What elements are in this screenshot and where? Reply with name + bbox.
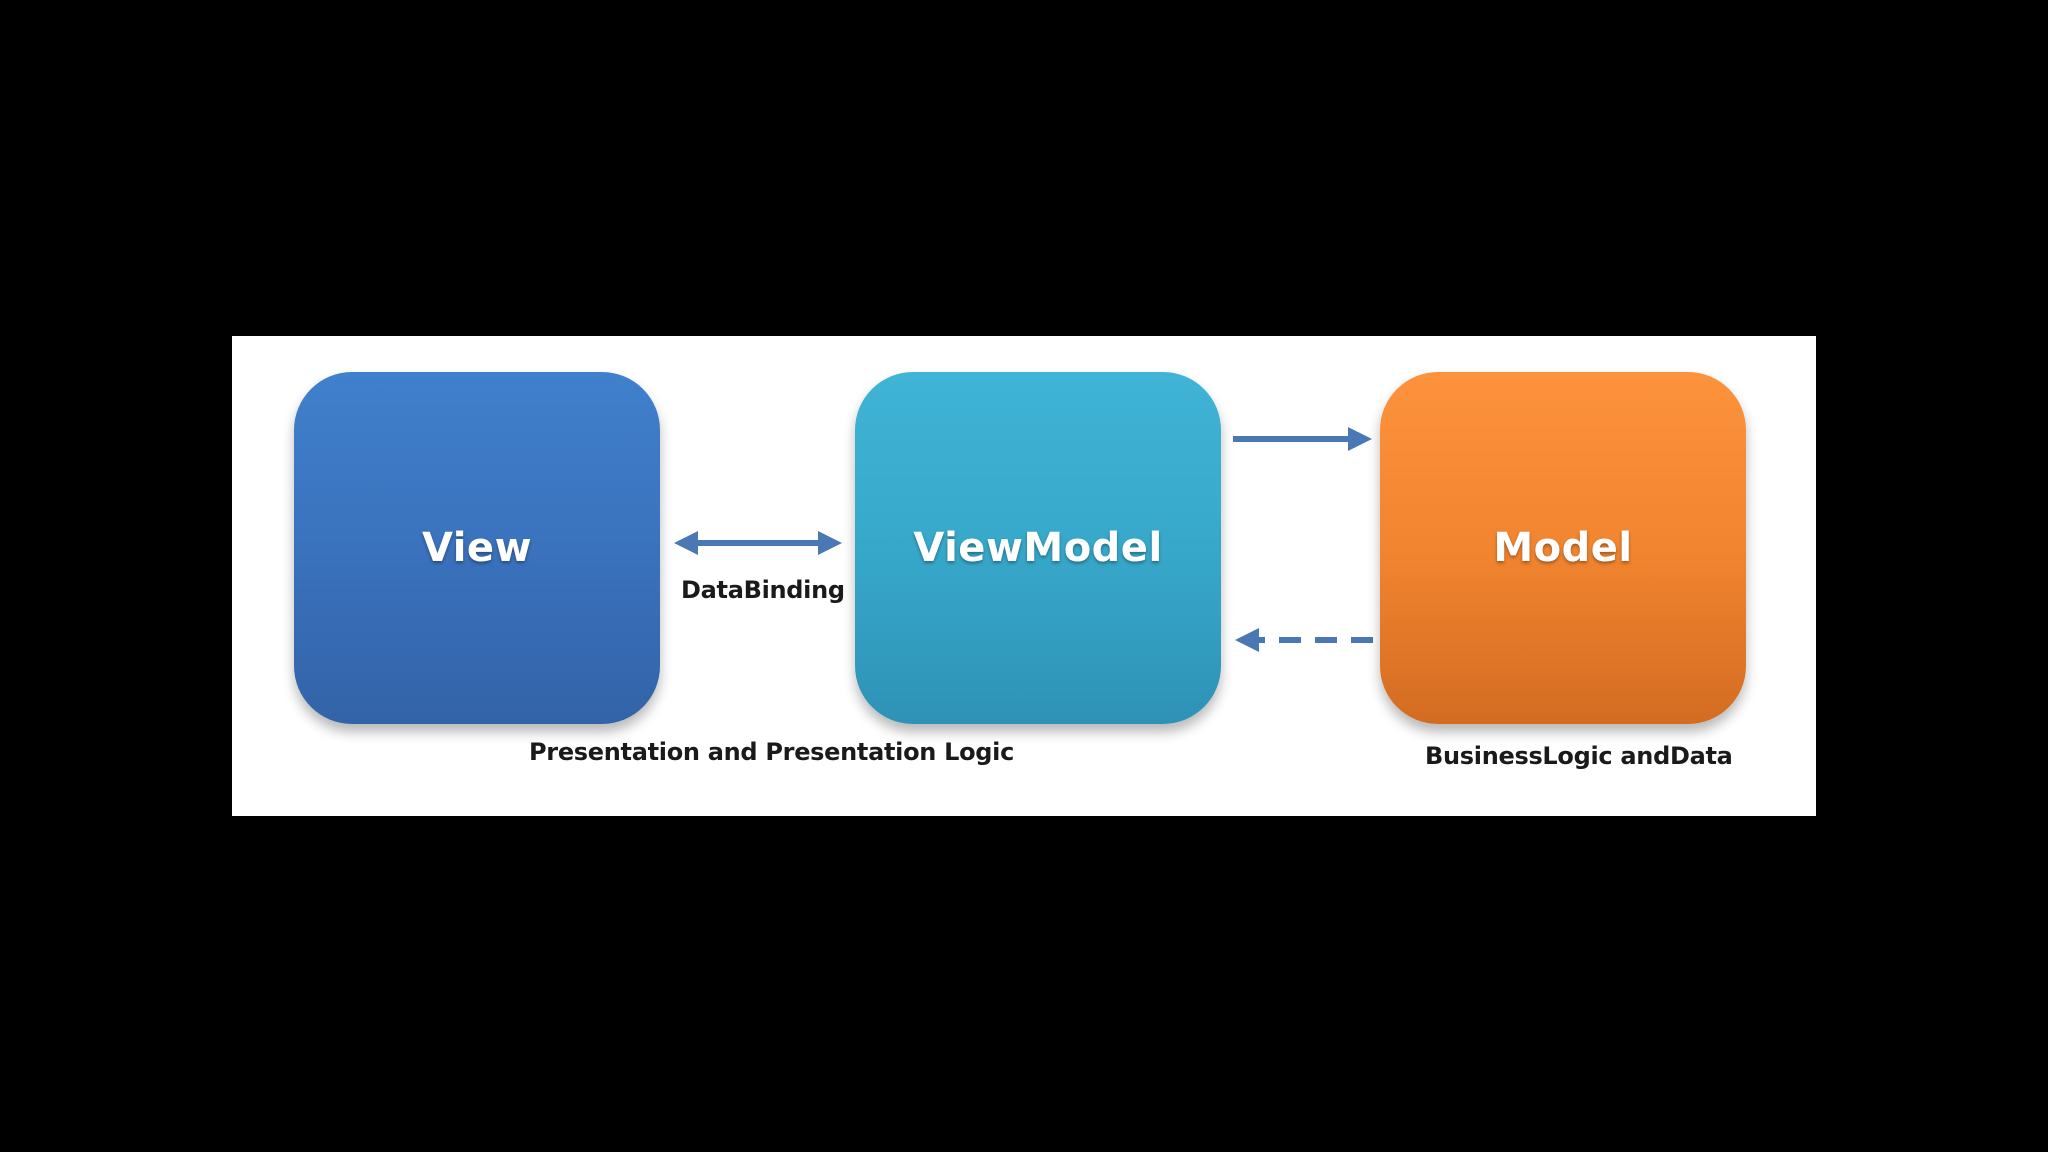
- viewmodel-label: ViewModel: [913, 525, 1163, 571]
- model-to-viewmodel-arrow: [1235, 628, 1373, 652]
- databinding-label: DataBinding: [681, 576, 845, 604]
- presentation-caption: Presentation and Presentation Logic: [529, 738, 1015, 766]
- diagram-panel: View ViewModel Model DataBinding Present…: [232, 336, 1816, 816]
- view-box: View: [294, 372, 660, 724]
- databinding-arrow: [674, 531, 842, 555]
- view-label: View: [421, 525, 533, 571]
- viewmodel-to-model-arrow: [1233, 427, 1372, 451]
- business-caption: BusinessLogic andData: [1425, 742, 1733, 770]
- model-box: Model: [1380, 372, 1746, 724]
- viewmodel-box: ViewModel: [855, 372, 1221, 724]
- model-label: Model: [1493, 525, 1633, 571]
